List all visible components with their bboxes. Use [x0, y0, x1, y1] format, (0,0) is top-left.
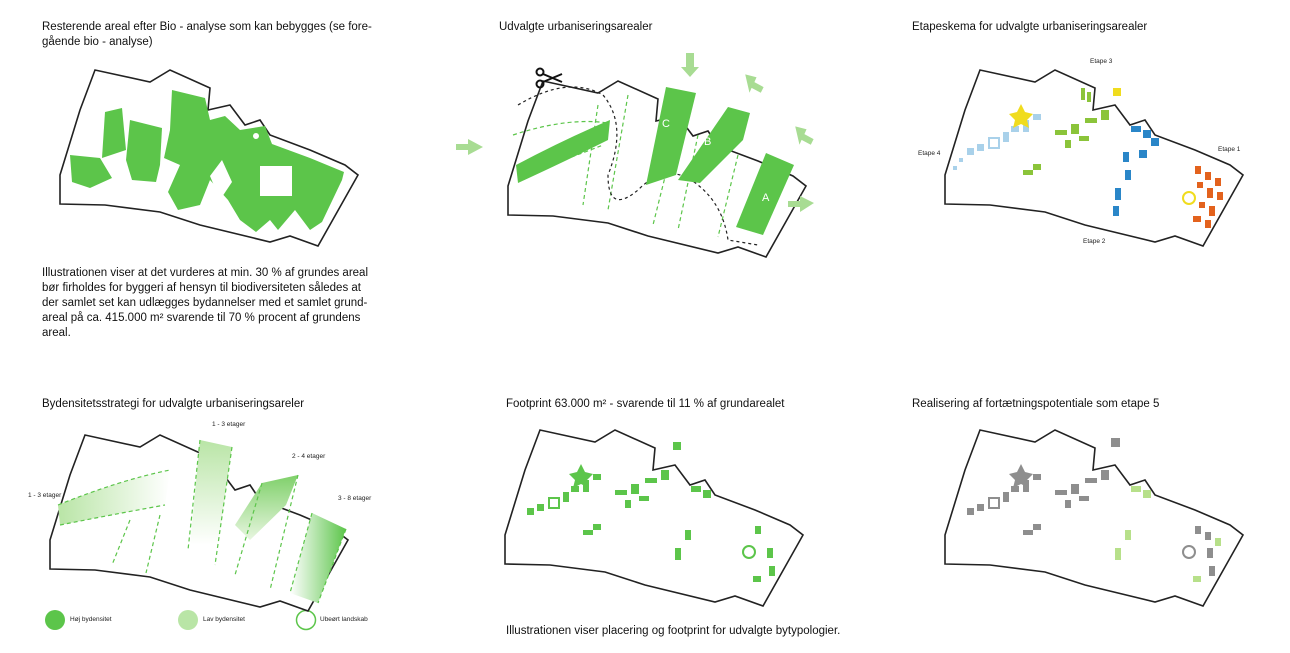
area-label-c: C: [662, 118, 670, 130]
panel6-map: [945, 430, 1255, 630]
area-label-a: A: [762, 192, 770, 204]
panel5-map: [505, 430, 815, 630]
panel4-map: [50, 425, 370, 625]
area-label-d: D: [520, 149, 528, 161]
panel2-map: D C B A: [508, 65, 838, 265]
area-label-b: B: [704, 136, 711, 148]
panel1-map: [60, 70, 370, 260]
panel3-map: [945, 70, 1245, 260]
